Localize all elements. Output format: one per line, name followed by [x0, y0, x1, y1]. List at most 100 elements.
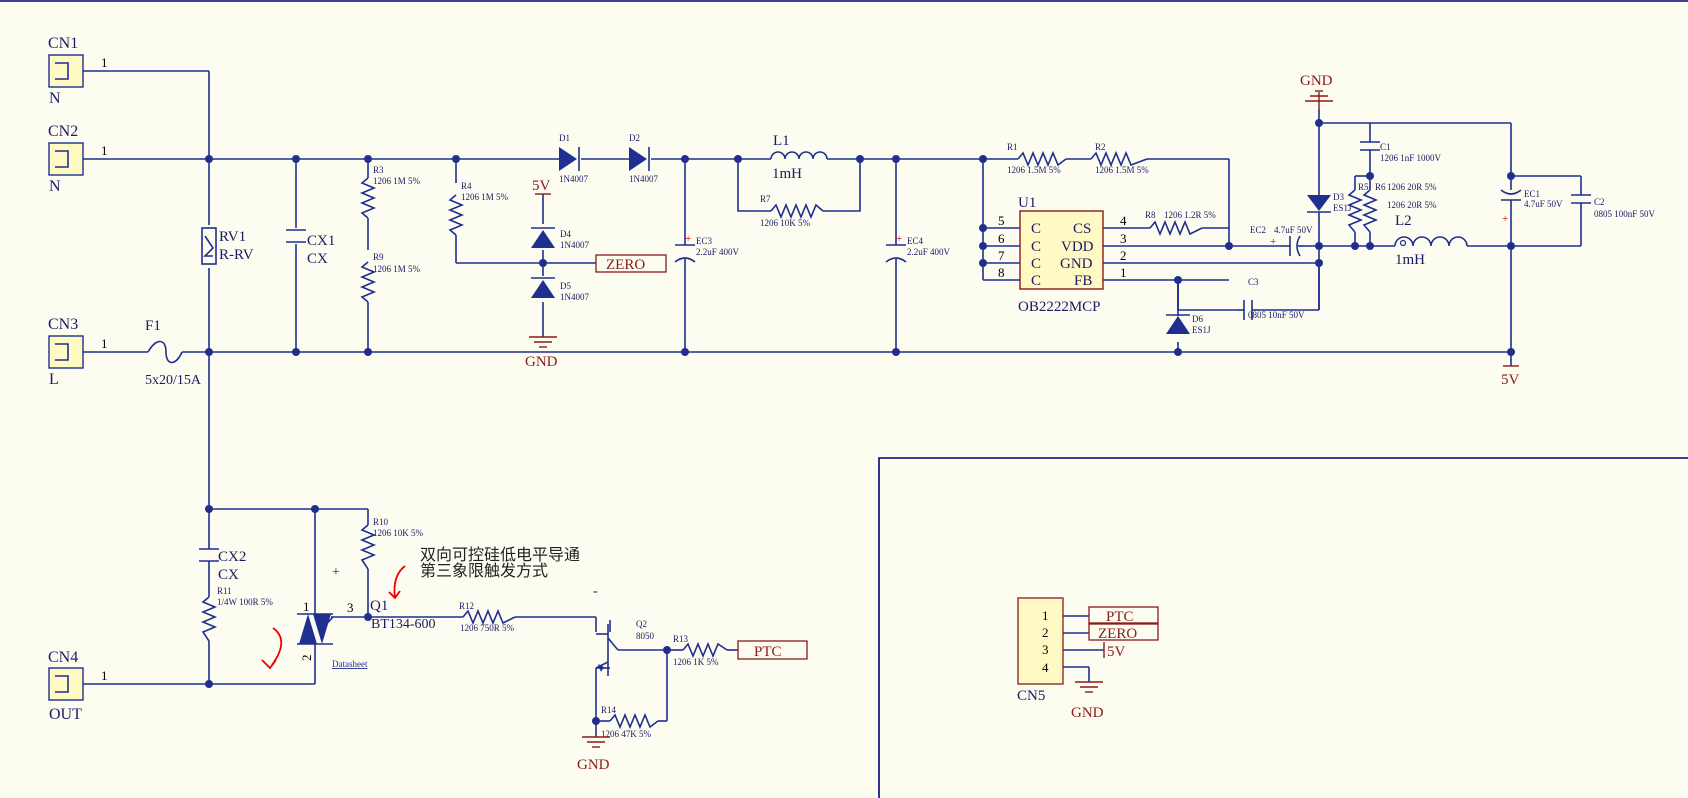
cn5-zero-label: ZERO: [1098, 626, 1137, 642]
d2-value: 1N4007: [629, 174, 658, 184]
resistor-r13[interactable]: R13 1206 1K 5%: [673, 634, 728, 667]
u1-pin-3: 3: [1120, 231, 1127, 246]
resistor-r14[interactable]: R14 1206 47K 5%: [601, 705, 659, 739]
cn5-pin-3: 3: [1042, 642, 1049, 657]
capacitor-cx1[interactable]: CX1 CX: [286, 229, 335, 267]
capacitor-ec3[interactable]: + EC3 2.2uF 400V: [674, 233, 740, 263]
capacitor-c2[interactable]: C2 0805 100nF 50V: [1571, 194, 1656, 219]
cn4-pin: 1: [101, 668, 108, 683]
inductor-l2[interactable]: L2 1mH: [1394, 213, 1468, 268]
diode-d2[interactable]: D2 1N4007: [629, 133, 658, 184]
varistor-rv1[interactable]: RV1 R-RV: [201, 227, 254, 265]
resistor-r11[interactable]: R11 1/4W 100R 5%: [200, 586, 273, 642]
q2-ref: Q2: [636, 619, 647, 629]
r8-value: 1206 1.2R 5%: [1164, 210, 1216, 220]
gnd-symbol-q2: GND: [577, 736, 610, 773]
svg-text:+: +: [1502, 213, 1508, 225]
r2-ref: R2: [1095, 142, 1106, 152]
q1-datasheet-link[interactable]: Datasheet: [332, 659, 368, 669]
diode-d4[interactable]: D4 1N4007: [531, 227, 589, 250]
cn1-ref: CN1: [48, 35, 78, 52]
q1-pin-3: 3: [347, 600, 354, 615]
inductor-l1[interactable]: L1 1mH: [770, 133, 828, 182]
r9-ref: R9: [373, 252, 384, 262]
connector-cn2[interactable]: CN2 1 N: [48, 123, 209, 195]
diode-d3[interactable]: D3 ES1J: [1307, 192, 1352, 213]
q1-minus: -: [593, 584, 598, 599]
u1-pin-8: 8: [998, 265, 1005, 280]
r7-ref: R7: [760, 194, 771, 204]
r5-value: 1206 20R 5%: [1387, 200, 1437, 210]
cn5-net-zero[interactable]: ZERO: [1088, 623, 1159, 642]
resistor-r5[interactable]: R5 1206 20R 5%: [1346, 182, 1437, 233]
capacitor-ec4[interactable]: + EC4 2.2uF 400V: [885, 233, 951, 263]
resistor-r2[interactable]: R2 1206 1.5M 5%: [1090, 142, 1149, 175]
ec4-ref: EC4: [907, 236, 924, 246]
rv1-value: R-RV: [219, 247, 254, 263]
r7-value: 1206 10K 5%: [760, 218, 810, 228]
capacitor-ec2[interactable]: + EC2 4.7uF 50V: [1250, 225, 1313, 257]
u1-name-c7: C: [1031, 256, 1041, 272]
cn5-net-ptc[interactable]: PTC: [1088, 606, 1159, 625]
diode-d5[interactable]: D5 1N4007: [531, 277, 589, 302]
resistor-r1[interactable]: R1 1206 1.5M 5%: [1007, 142, 1067, 175]
cn5-net-5v: 5V: [1103, 642, 1126, 660]
net-5v-label: 5V: [532, 178, 551, 194]
d2-ref: D2: [629, 133, 640, 143]
ec3-value: 2.2uF 400V: [696, 247, 740, 257]
q1-pin-2: 2: [299, 655, 314, 662]
transistor-q2[interactable]: Q2 8050: [595, 619, 655, 676]
net-port-zero[interactable]: ZERO: [595, 254, 667, 273]
q1-plus: +: [332, 565, 340, 580]
net-port-ptc[interactable]: PTC: [737, 640, 808, 660]
l2-value: 1mH: [1395, 252, 1425, 268]
d5-ref: D5: [560, 281, 571, 291]
u1-pin-4: 4: [1120, 213, 1127, 228]
capacitor-cx2[interactable]: CX2 CX: [199, 548, 246, 583]
connector-cn5[interactable]: 1 2 3 4 CN5: [1017, 597, 1104, 704]
capacitor-c1[interactable]: C1 1206 1nF 1000V: [1360, 141, 1442, 163]
r2-value: 1206 1.5M 5%: [1095, 165, 1149, 175]
triac-q1[interactable]: 1 2 3 Q1 BT134-600 Datasheet + -: [297, 565, 598, 669]
diode-d1[interactable]: D1 1N4007: [559, 133, 588, 184]
cn5-ptc-label: PTC: [1106, 609, 1134, 625]
cn2-net: N: [49, 178, 61, 195]
r9-value: 1206 1M 5%: [373, 264, 421, 274]
resistor-r6[interactable]: R6 1206 20R 5%: [1361, 182, 1437, 233]
resistor-r3[interactable]: R3 1206 1M 5%: [359, 165, 421, 219]
q2-value: 8050: [636, 631, 655, 641]
resistor-r10[interactable]: R10 1206 10K 5%: [359, 517, 423, 570]
capacitor-c3[interactable]: C3 0805 10nF 50V: [1236, 277, 1305, 320]
u1-name-vdd: VDD: [1061, 239, 1094, 255]
d3-value: ES1J: [1333, 203, 1352, 213]
l1-ref: L1: [773, 133, 790, 149]
cn4-net: OUT: [49, 706, 82, 723]
connector-cn1[interactable]: CN1 1 N: [48, 35, 209, 107]
resistor-r8[interactable]: R8 1206 1.2R 5%: [1145, 210, 1216, 237]
resistor-r7[interactable]: R7 1206 10K 5%: [760, 194, 824, 228]
capacitor-ec1[interactable]: + EC1 4.7uF 50V: [1500, 189, 1563, 225]
fuse-f1[interactable]: F1 5x20/15A: [145, 318, 202, 388]
u1-pin-6: 6: [998, 231, 1005, 246]
connector-cn4[interactable]: CN4 1 OUT: [48, 649, 209, 723]
q1-value: BT134-600: [371, 617, 436, 632]
ec1-ref: EC1: [1524, 189, 1540, 199]
cn2-pin: 1: [101, 143, 108, 158]
resistor-r9[interactable]: R9 1206 1M 5%: [359, 252, 421, 303]
r1-value: 1206 1.5M 5%: [1007, 165, 1061, 175]
resistor-r4[interactable]: R4 1206 1M 5%: [447, 181, 509, 236]
r6-value: 1206 20R 5%: [1387, 182, 1437, 192]
gnd-label-top: GND: [1300, 73, 1333, 89]
connector-cn3[interactable]: CN3 1 L: [48, 316, 148, 388]
gnd-symbol-top: GND: [1300, 73, 1333, 109]
ic-u1[interactable]: U1 OB2222MCP 5 6 7 8 C C C C CS VDD GND …: [998, 195, 1127, 315]
d1-ref: D1: [559, 133, 570, 143]
u1-name-c6: C: [1031, 239, 1041, 255]
resistor-r12[interactable]: R12 1206 750R 5%: [459, 601, 516, 633]
r6-ref: R6: [1375, 182, 1386, 192]
svg-text:+: +: [896, 233, 902, 245]
diode-d6[interactable]: D6 ES1J: [1166, 314, 1211, 335]
r12-ref: R12: [459, 601, 474, 611]
cn5-pin-4: 4: [1042, 660, 1049, 675]
